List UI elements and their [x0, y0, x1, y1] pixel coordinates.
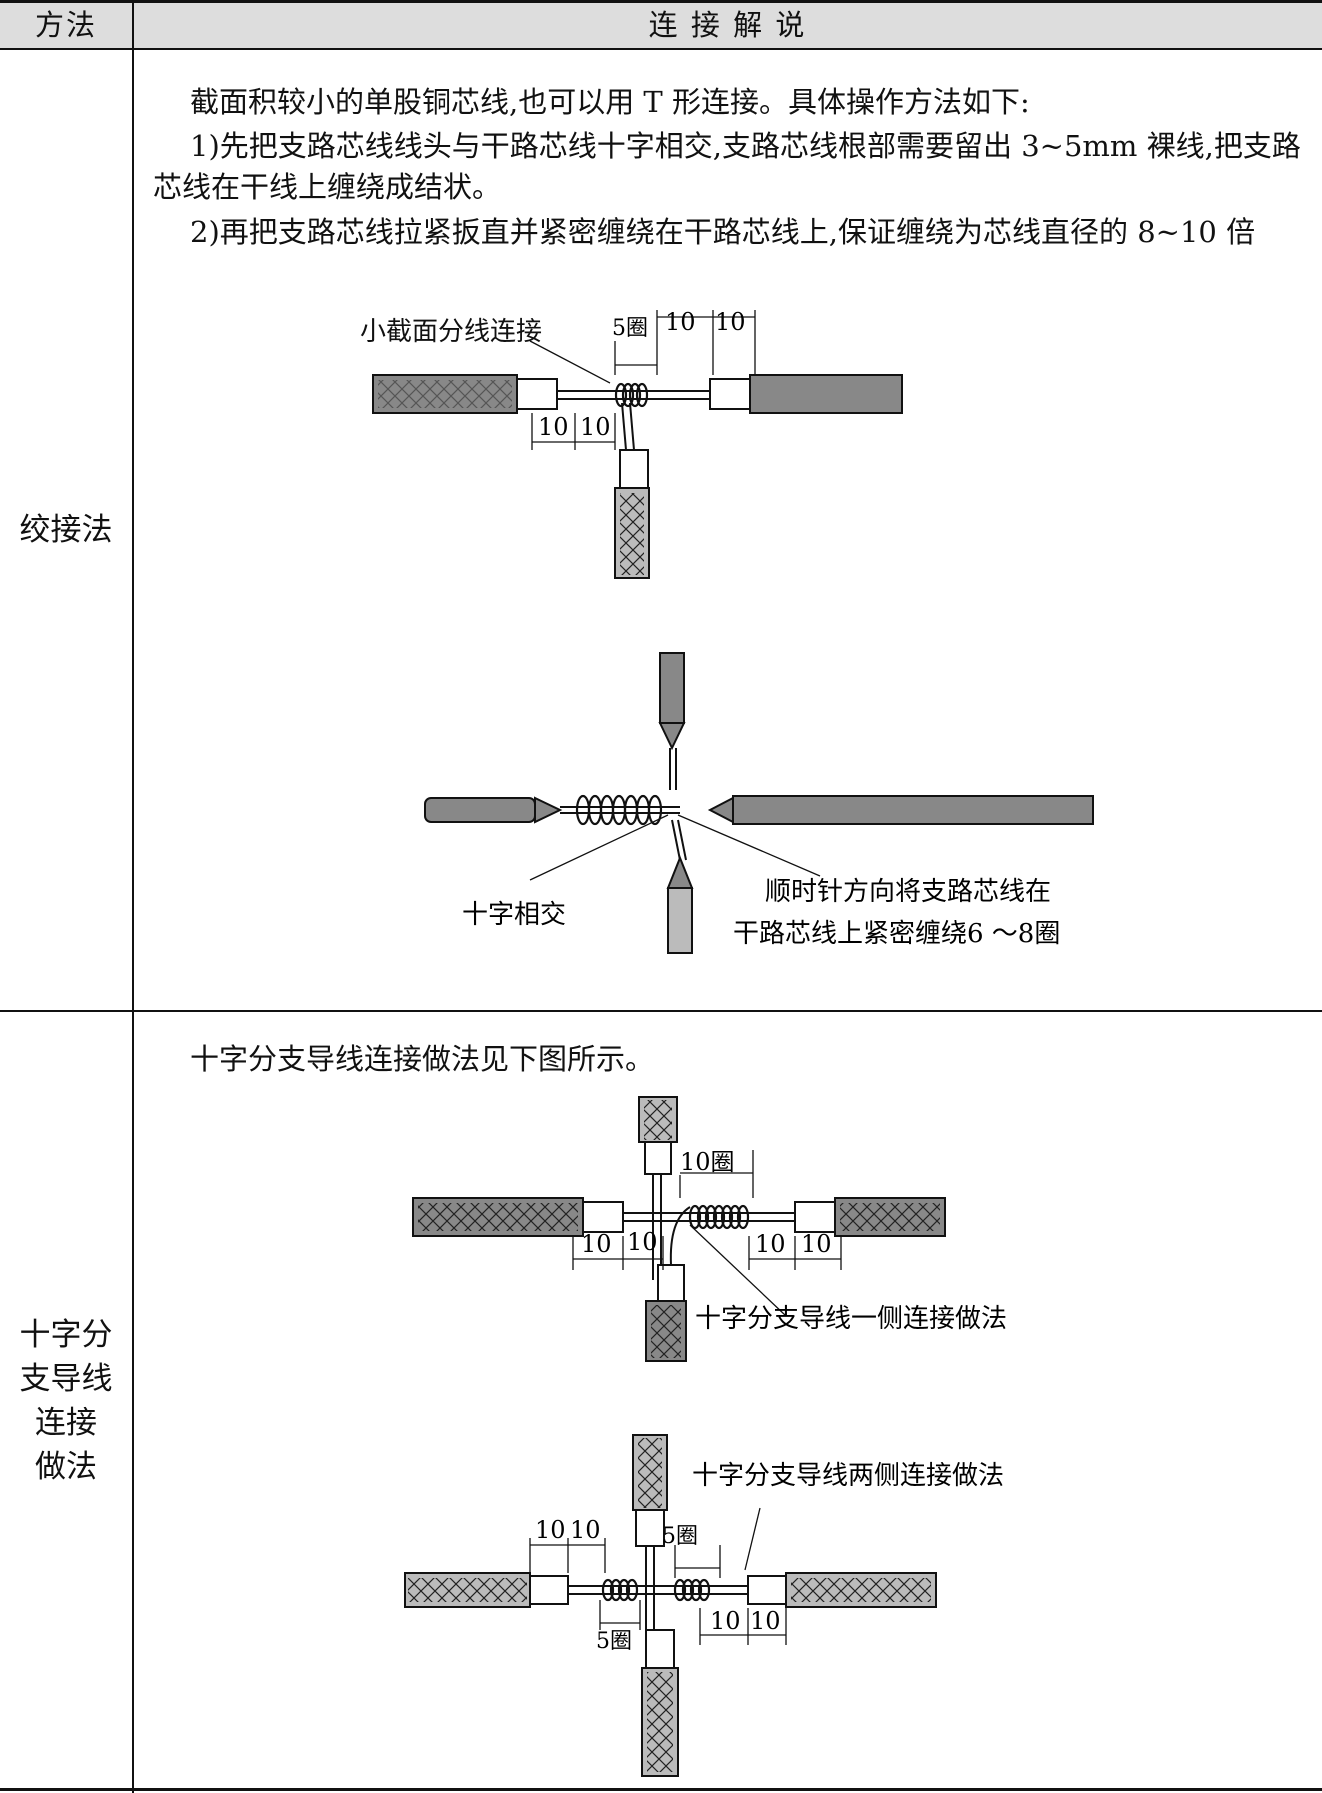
row1-step2: 2)再把支路芯线拉紧扳直并紧密缠绕在干路芯线上,保证缠绕为芯线直径的 8~10 …: [190, 215, 1256, 249]
column-divider: [132, 0, 134, 1793]
fig3-dim-3: 10: [755, 1230, 786, 1258]
figure-clockwise-winding: 十字相交 顺时针方向将支路芯线在 干路芯线上紧密缠绕6 ～8圈: [424, 652, 1094, 954]
fig1-dim-b: 10: [715, 308, 746, 336]
row1-step1: 1)先把支路芯线线头与干路芯线十字相交,支路芯线根部需要留出 3~5mm 裸线,…: [153, 129, 1301, 204]
fig2-label-cross: 十字相交: [462, 900, 566, 930]
method-line-3: 连接: [35, 1405, 97, 1441]
header-description: 连 接 解 说: [648, 8, 807, 42]
fig3-dim-4: 10: [801, 1230, 832, 1258]
fig2-label-wind-1: 顺时针方向将支路芯线在: [765, 877, 1051, 907]
fig4-dim-4: 10: [750, 1607, 781, 1635]
fig1-dim-d: 10: [580, 413, 611, 441]
fig3-dim-2: 10: [627, 1228, 658, 1256]
fig4-dim-3: 10: [710, 1607, 741, 1635]
row-divider: [0, 1010, 1322, 1012]
fig3-dim-turns: 10圈: [680, 1148, 735, 1176]
method-line-4: 做法: [35, 1449, 97, 1485]
fig2-label-wind-2: 干路芯线上紧密缠绕6 ～8圈: [733, 919, 1060, 949]
row2-intro: 十字分支导线连接做法见下图所示。: [190, 1042, 655, 1076]
fig4-dim-turns-bottom: 5圈: [596, 1629, 632, 1654]
table-header: [0, 0, 1322, 50]
fig4-caption: 十字分支导线两侧连接做法: [692, 1461, 1004, 1491]
fig1-dim-c: 10: [538, 413, 569, 441]
fig3-caption: 十字分支导线一侧连接做法: [695, 1304, 1007, 1334]
header-method: 方法: [34, 8, 97, 42]
fig3-dim-1: 10: [581, 1230, 612, 1258]
method-twist: 绞接法: [19, 512, 113, 548]
fig4-dim-1: 10: [535, 1516, 566, 1544]
fig1-dim-a: 10: [665, 308, 696, 336]
method-line-2: 支导线: [19, 1361, 113, 1397]
table-bottom-rule: [0, 1788, 1322, 1791]
fig4-dim-turns-top: 5圈: [662, 1524, 698, 1549]
figure-two-side-connection: 十字分支导线两侧连接做法 10 10 5圈 5圈 10 10: [404, 1434, 1004, 1777]
fig1-dim-turns: 5圈: [612, 316, 648, 341]
fig1-title: 小截面分线连接: [360, 317, 542, 347]
row1-intro: 截面积较小的单股铜芯线,也可以用 T 形连接。具体操作方法如下:: [190, 85, 1030, 119]
fig4-dim-2: 10: [570, 1516, 601, 1544]
method-line-1: 十字分: [19, 1317, 113, 1353]
figure-one-side-connection: 10圈 10 10 10 10 十字分支导线一侧连接做法: [412, 1096, 1007, 1362]
method-cross-branch: 十字分 支导线 连接 做法: [0, 1313, 132, 1489]
figure-small-section-branch: 小截面分线连接 5圈 10 10 10 10: [360, 308, 903, 579]
